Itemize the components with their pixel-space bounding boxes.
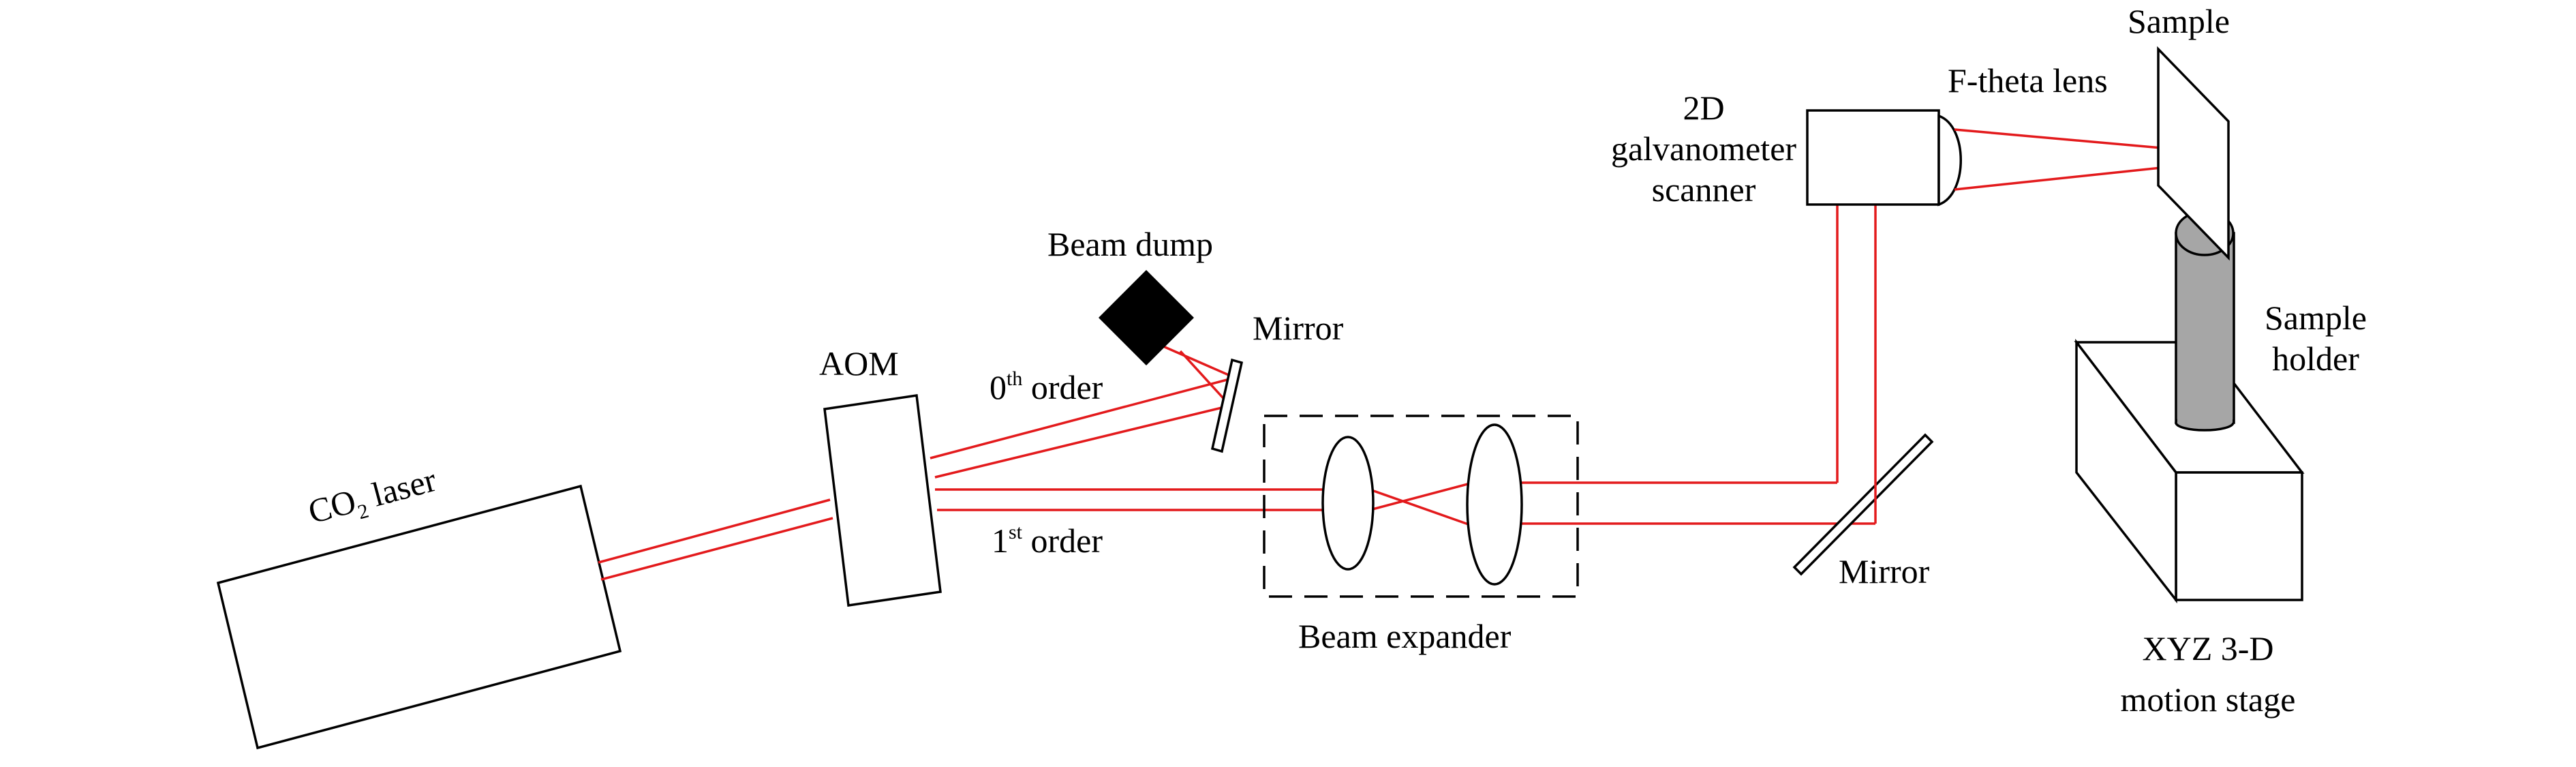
aom-label: AOM: [819, 344, 899, 382]
galvanometer-scanner: [1806, 109, 1940, 206]
beam-laser-to-aom: [598, 498, 833, 581]
scanner-label-line3: scanner: [1652, 170, 1756, 209]
beam-first-order: [935, 488, 1322, 511]
beam-expander-label: Beam expander: [1298, 617, 1512, 655]
scanner-label-line1: 2D: [1683, 89, 1724, 127]
mirror-top-label: Mirror: [1253, 309, 1344, 347]
mirror-bottom: [1792, 433, 1934, 576]
f-theta-lens-label: F-theta lens: [1948, 61, 2108, 100]
sample-plate: [2157, 46, 2230, 261]
beam-expander-to-mirror: [1578, 481, 1875, 525]
mirror-bottom-label: Mirror: [1839, 552, 1930, 590]
beam-mirror-to-scanner: [1836, 205, 1877, 524]
sample-holder-label-line2: holder: [2272, 340, 2359, 378]
scanner-label-line2: galvanometer: [1611, 130, 1796, 168]
sample-label: Sample: [2128, 2, 2230, 40]
beam-expander: [1263, 415, 1579, 598]
zeroth-order-label: 0th order: [990, 367, 1103, 406]
beam-zeroth-order: [930, 343, 1236, 479]
f-theta-lens: [1937, 114, 1962, 207]
first-order-label: 1st order: [992, 521, 1103, 560]
sample-holder-label-line1: Sample: [2265, 299, 2367, 337]
beam-dump: [1099, 270, 1194, 365]
co2-laser: [216, 484, 622, 750]
stage-label-line1: XYZ 3-D: [2142, 629, 2273, 667]
aom-block: [823, 394, 942, 607]
stage-label-line2: motion stage: [2121, 680, 2296, 719]
mirror-top: [1210, 358, 1244, 453]
beam-dump-label: Beam dump: [1047, 225, 1213, 263]
co2-laser-label: CO2 laser: [304, 460, 442, 536]
